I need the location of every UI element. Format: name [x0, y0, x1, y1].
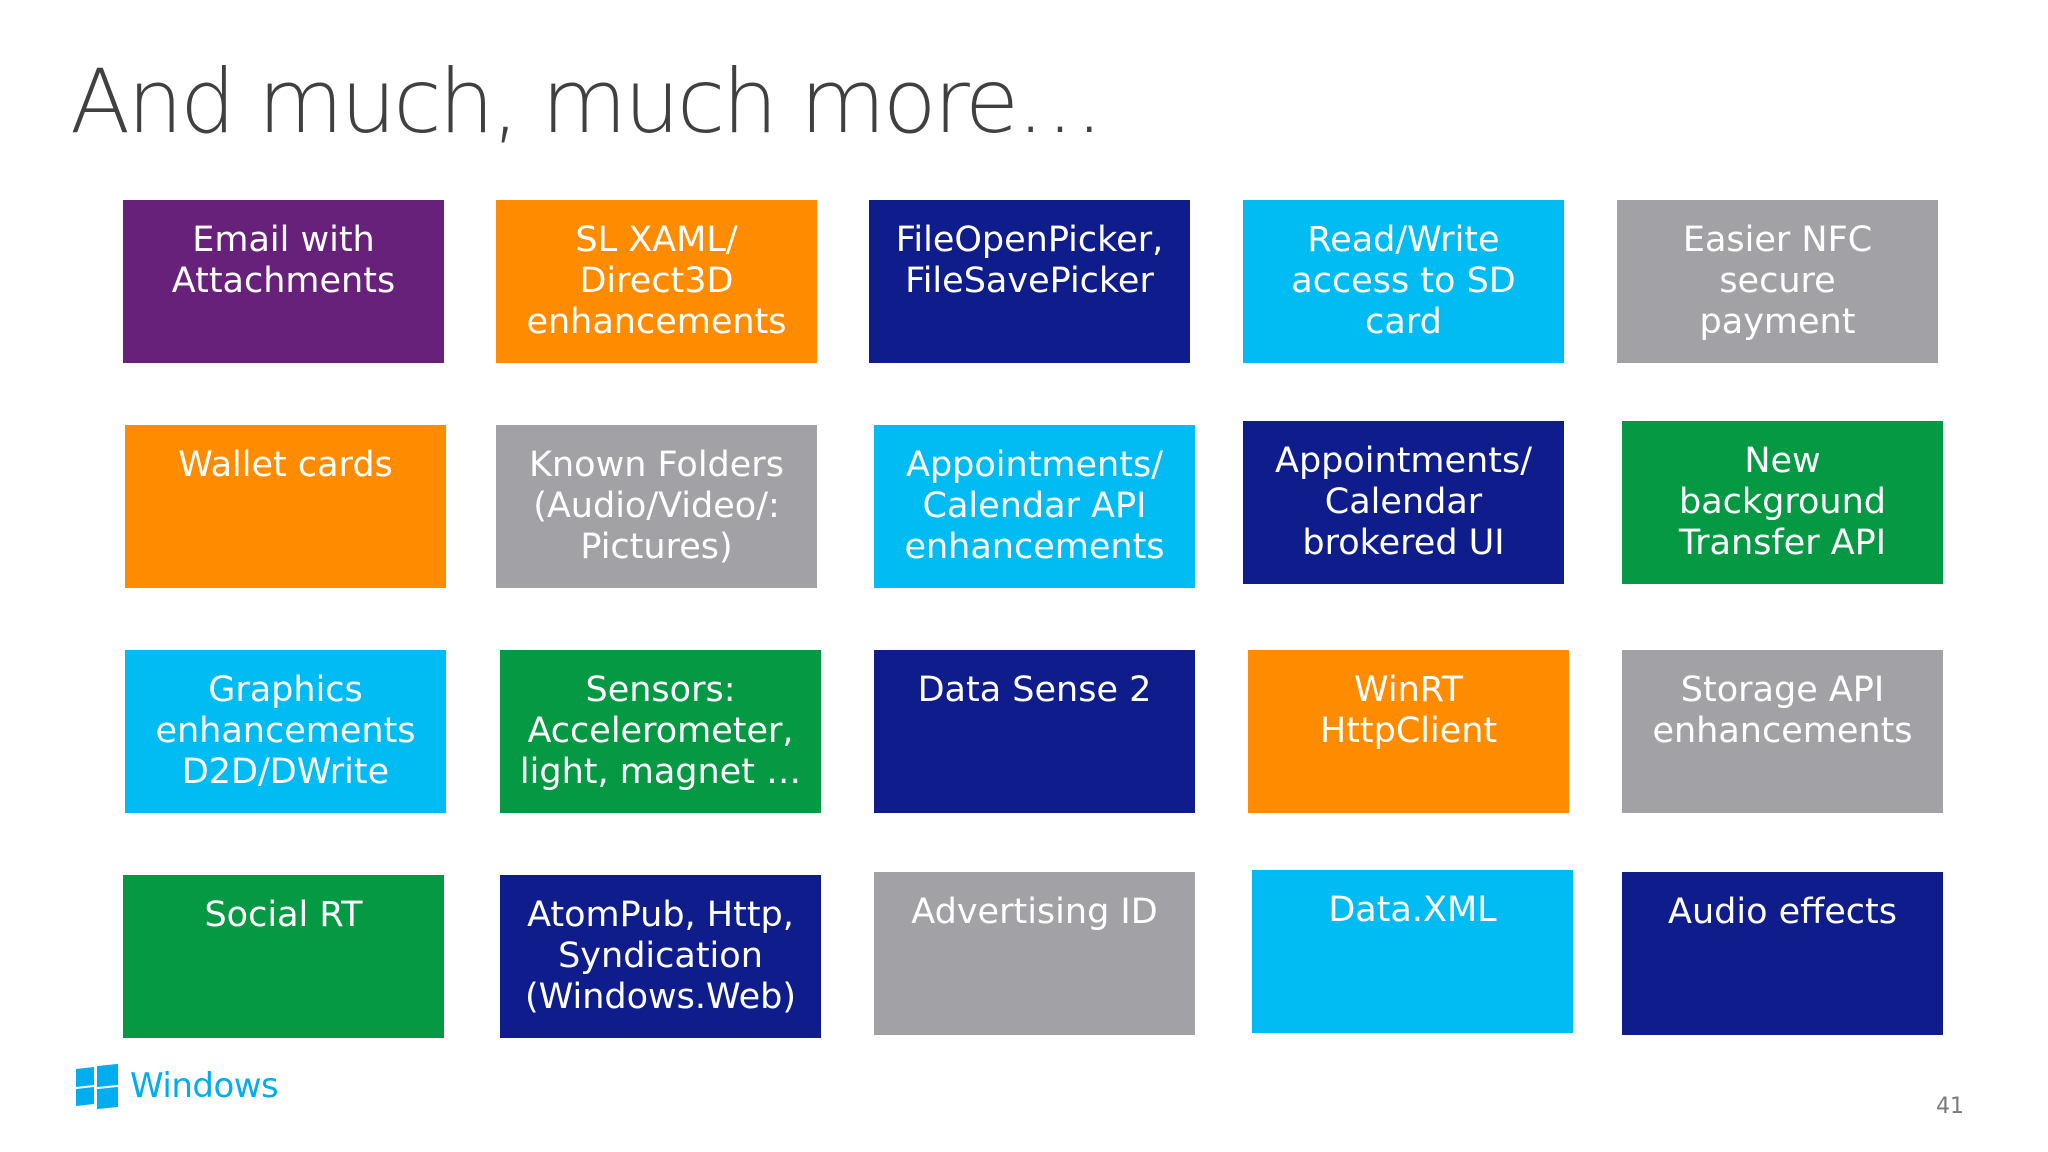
tile-data-sense: Data Sense 2 [874, 650, 1195, 813]
windows-logo-text: Windows [130, 1066, 279, 1106]
tile-winrt-httpclient: WinRT HttpClient [1248, 650, 1569, 813]
tile-sensors: Sensors: Accelerometer, light, magnet … [500, 650, 821, 813]
tile-social-rt: Social RT [123, 875, 444, 1038]
page-number: 41 [1936, 1094, 1964, 1119]
slide-title: And much, much more… [70, 50, 1104, 153]
tile-email-attachments: Email with Attachments [123, 200, 444, 363]
tile-audio-effects: Audio effects [1622, 872, 1943, 1035]
tile-calendar-api: Appointments/ Calendar API enhancements [874, 425, 1195, 588]
tile-wallet-cards: Wallet cards [125, 425, 446, 588]
tile-storage-api: Storage API enhancements [1622, 650, 1943, 813]
tile-file-pickers: FileOpenPicker, FileSavePicker [869, 200, 1190, 363]
tile-atompub-syndication: AtomPub, Http, Syndication (Windows.Web) [500, 875, 821, 1038]
tile-nfc-payment: Easier NFC secure payment [1617, 200, 1938, 363]
tile-sd-card-access: Read/Write access to SD card [1243, 200, 1564, 363]
tile-background-transfer: New background Transfer API [1622, 421, 1943, 584]
tile-sl-xaml-direct3d: SL XAML/ Direct3D enhancements [496, 200, 817, 363]
windows-logo: Windows [76, 1063, 279, 1110]
windows-logo-icon [76, 1063, 118, 1110]
tile-advertising-id: Advertising ID [874, 872, 1195, 1035]
tile-known-folders: Known Folders (Audio/Video/: Pictures) [496, 425, 817, 588]
tile-graphics-enhancements: Graphics enhancements D2D/DWrite [125, 650, 446, 813]
tile-data-xml: Data.XML [1252, 870, 1573, 1033]
tile-calendar-brokered-ui: Appointments/ Calendar brokered UI [1243, 421, 1564, 584]
